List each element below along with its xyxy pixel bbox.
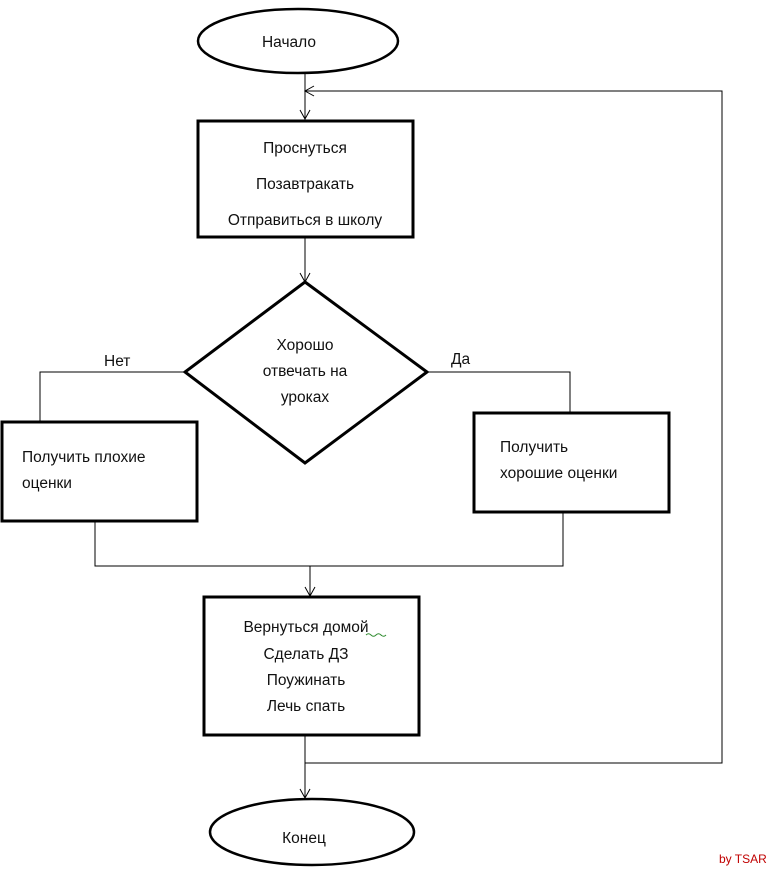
end-oval [208, 797, 416, 867]
connector-decision-to-no [39, 371, 185, 421]
step2-line: Поужинать [267, 672, 346, 689]
connector-decision-to-yes [427, 371, 571, 412]
connectors [39, 74, 723, 800]
process-yes-branch: Получить хорошие оценки [472, 411, 671, 514]
start-terminal: Начало [196, 7, 400, 75]
start-label: Начало [262, 34, 316, 51]
spellcheck-underline [365, 633, 387, 637]
no-branch-line: Получить плохие [22, 449, 146, 466]
no-branch-box [0, 420, 199, 523]
connector-loop-back [305, 90, 723, 764]
process-step1: Проснуться Позавтракать Отправиться в шк… [196, 119, 415, 239]
branch-no-label: Нет [104, 353, 130, 370]
start-oval [196, 7, 400, 75]
step2-line: Вернуться домой [243, 619, 368, 636]
decision-node: Хорошо отвечать на уроках [182, 280, 430, 465]
end-label: Конец [282, 830, 326, 847]
yes-branch-line: хорошие оценки [500, 465, 617, 482]
branch-yes-label: Да [451, 351, 470, 368]
connector-branches-merge [94, 513, 564, 567]
process-step2: Вернуться домой Сделать ДЗ Поужинать Леч… [202, 595, 421, 737]
step1-line: Позавтракать [256, 176, 354, 193]
decision-line: Хорошо [276, 337, 333, 354]
arrowhead-icon [299, 109, 311, 121]
step1-line: Отправиться в школу [228, 212, 383, 229]
step2-box [202, 595, 421, 737]
arrowhead-icon [303, 85, 315, 97]
decision-line: отвечать на [263, 363, 348, 380]
author-credit: by TSAR [719, 852, 767, 866]
no-branch-line: оценки [22, 475, 72, 492]
step1-line: Проснуться [263, 140, 347, 157]
step1-box [196, 119, 415, 239]
yes-branch-line: Получить [500, 439, 568, 456]
step2-line: Сделать ДЗ [263, 646, 348, 663]
decision-line: уроках [281, 389, 330, 406]
process-no-branch: Получить плохие оценки [0, 420, 199, 523]
end-terminal: Конец [208, 797, 416, 867]
decision-diamond [182, 280, 430, 465]
yes-branch-box [472, 411, 671, 514]
step2-line: Лечь спать [267, 698, 345, 715]
